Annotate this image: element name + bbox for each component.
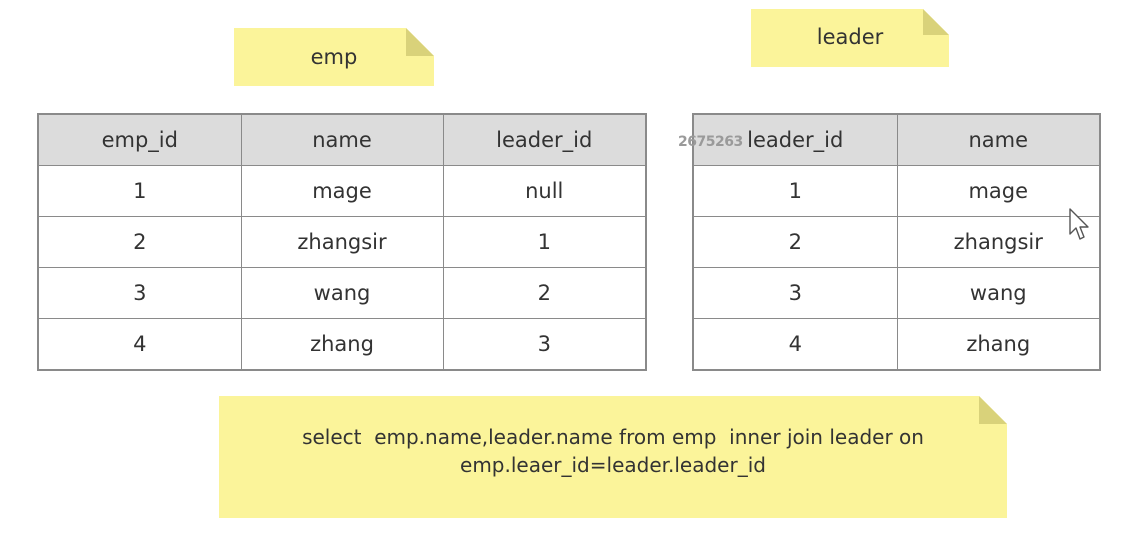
table-row: 3 wang (692, 267, 1101, 319)
leader-table: leader_id name 1 mage 2 zhangsir 3 wang … (692, 113, 1101, 371)
table-cell: null (442, 165, 647, 217)
sql-query-text: select emp.name,leader.name from emp inn… (302, 423, 924, 479)
note-fold-icon (406, 28, 434, 56)
sql-query-note: select emp.name,leader.name from emp inn… (219, 396, 1007, 518)
column-header: name (896, 113, 1101, 166)
table-cell: 4 (37, 318, 242, 371)
table-row: 2 zhangsir (692, 216, 1101, 268)
table-cell: 3 (692, 267, 898, 319)
leader-table-label: leader (816, 25, 884, 49)
table-cell: wang (896, 267, 1101, 319)
table-cell: 1 (442, 216, 647, 268)
table-row: 4 zhang (692, 318, 1101, 371)
emp-table-label-note: emp (234, 28, 434, 86)
table-row: 4 zhang 3 (37, 318, 647, 371)
table-row: 3 wang 2 (37, 267, 647, 319)
table-header-row: emp_id name leader_id (37, 113, 647, 166)
table-row: 1 mage (692, 165, 1101, 217)
emp-table-label: emp (310, 45, 358, 69)
table-cell: 4 (692, 318, 898, 371)
column-header: name (240, 113, 444, 166)
table-cell: 3 (442, 318, 647, 371)
table-row: 1 mage null (37, 165, 647, 217)
emp-table: emp_id name leader_id 1 mage null 2 zhan… (37, 113, 647, 371)
table-header-row: leader_id name (692, 113, 1101, 166)
table-cell: zhangsir (240, 216, 444, 268)
sql-query-line: select emp.name,leader.name from emp inn… (302, 425, 924, 449)
table-cell: 2 (37, 216, 242, 268)
table-cell: 1 (692, 165, 898, 217)
table-cell: 2 (442, 267, 647, 319)
mouse-pointer-icon (1069, 208, 1091, 246)
column-header: leader_id (442, 113, 647, 166)
table-cell: 3 (37, 267, 242, 319)
table-cell: mage (240, 165, 444, 217)
table-cell: zhang (896, 318, 1101, 371)
column-header: leader_id (692, 113, 898, 166)
table-cell: 2 (692, 216, 898, 268)
leader-table-label-note: leader (751, 9, 949, 67)
sql-query-line: emp.leaer_id=leader.leader_id (460, 453, 766, 477)
table-row: 2 zhangsir 1 (37, 216, 647, 268)
table-cell: zhang (240, 318, 444, 371)
column-header: emp_id (37, 113, 242, 166)
table-cell: 1 (37, 165, 242, 217)
table-cell: wang (240, 267, 444, 319)
table-cell: mage (896, 165, 1101, 217)
note-fold-icon (923, 9, 949, 35)
note-fold-icon (979, 396, 1007, 424)
